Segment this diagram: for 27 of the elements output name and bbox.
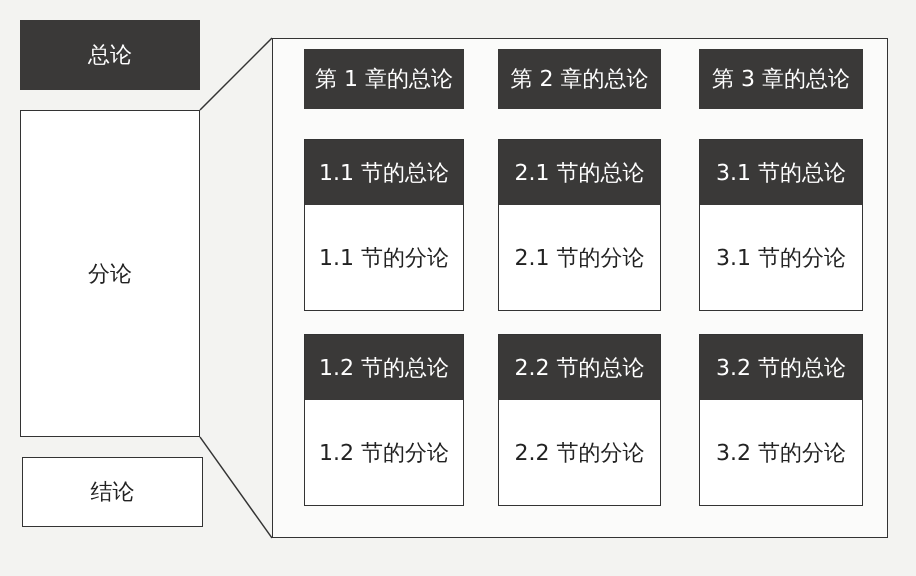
section-text: 3.2 节的分论 bbox=[716, 440, 846, 468]
section-text: 3.1 节的分论 bbox=[716, 244, 846, 272]
section-card bbox=[304, 334, 464, 506]
section-text: 1.2 节的分论 bbox=[319, 440, 449, 468]
section-text: 1.1 节的分论 bbox=[319, 244, 449, 272]
connector-line bbox=[199, 37, 273, 111]
section-card bbox=[304, 139, 464, 311]
heading-box: 第 3 章的总论 bbox=[699, 49, 863, 109]
section-text: 2.1 节的分论 bbox=[514, 244, 644, 272]
section-text: 2.2 节的分论 bbox=[514, 440, 644, 468]
section-heading: 3.1 节的总论 bbox=[700, 140, 862, 205]
section-heading: 3.2 节的总论 bbox=[700, 335, 862, 400]
heading-box: 第 1 章的总论 bbox=[304, 49, 464, 109]
connector-line bbox=[199, 436, 273, 538]
section-card bbox=[699, 334, 863, 506]
heading-box: 第 2 章的总论 bbox=[498, 49, 661, 109]
section-card bbox=[498, 139, 661, 311]
section-heading: 1.2 节的总论 bbox=[305, 335, 463, 400]
section-card bbox=[498, 334, 661, 506]
section-heading: 2.1 节的总论 bbox=[499, 140, 660, 205]
section-heading: 2.2 节的总论 bbox=[499, 335, 660, 400]
section-heading: 1.1 节的总论 bbox=[305, 140, 463, 205]
section-box: 结论 bbox=[22, 457, 203, 527]
expanded-panel bbox=[272, 38, 888, 538]
section-box: 分论 bbox=[20, 110, 200, 437]
section-card bbox=[699, 139, 863, 311]
heading-box: 总论 bbox=[20, 20, 200, 90]
